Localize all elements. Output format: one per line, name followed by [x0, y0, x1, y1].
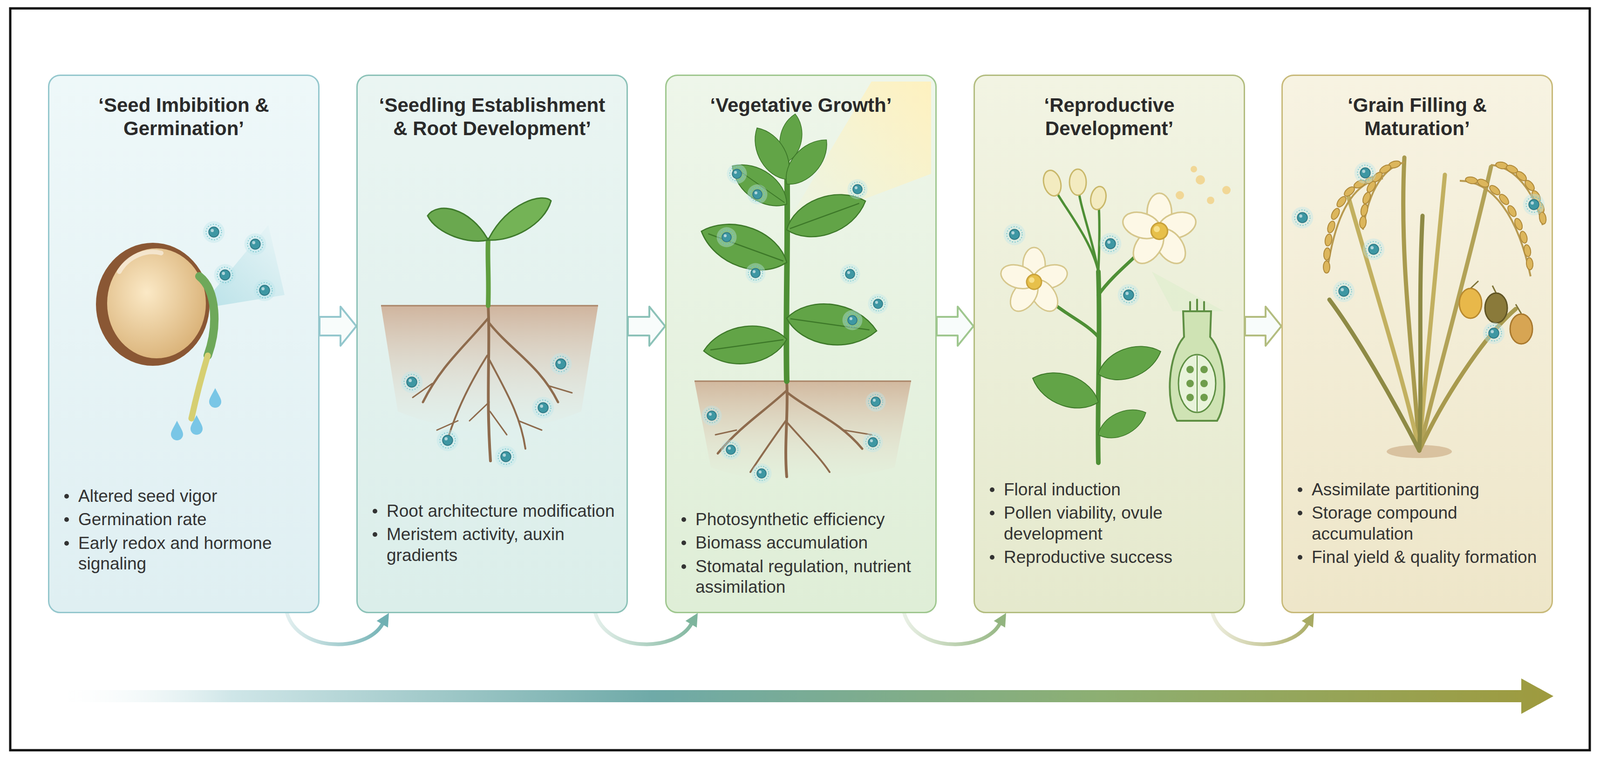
timeline-arrow	[51, 678, 1554, 714]
bullet-list: Altered seed vigorGermination rateEarly …	[57, 485, 312, 578]
bullet-text: Reproductive success	[1003, 547, 1173, 567]
bullet-text: Biomass accumulation	[695, 532, 868, 552]
bullet-list: Photosynthetic efficiencyBiomass accumul…	[674, 509, 929, 601]
bullet-item: Reproductive success	[983, 546, 1238, 568]
bullet-dot	[681, 564, 687, 569]
panel-title: ‘Vegetative Growth’	[666, 75, 936, 117]
bullet-item: Germination rate	[57, 509, 312, 530]
bullet-dot	[372, 508, 378, 514]
stage-panel: ‘Grain Filling & Maturation’ Assimilate p…	[1281, 74, 1553, 613]
chevron-shape	[936, 306, 974, 346]
stage-panel: ‘Seedling Establishment & Root Developme…	[356, 74, 628, 613]
bullet-item: Biomass accumulation	[674, 532, 929, 553]
bullet-item: Root architecture modification	[366, 500, 620, 522]
bullet-text: Photosynthetic efficiency	[695, 509, 886, 529]
bullet-text: Floral induction	[1003, 479, 1121, 499]
bullet-dot	[989, 510, 995, 516]
bullet-text: Stomatal regulation, nutrient assimilati…	[695, 556, 912, 597]
panel-title: ‘Seed Imbibition & Germination’	[49, 75, 319, 141]
flow-curve-arrow	[1212, 612, 1315, 645]
flow-curve-arrow	[904, 612, 1007, 645]
curve-line	[904, 612, 1000, 645]
bullet-item: Meristem activity, auxin gradients	[366, 524, 620, 566]
bullet-item: Floral induction	[983, 479, 1238, 500]
bullet-list: Assimilate partitioningStorage compound …	[1291, 479, 1546, 571]
stage-panel: ‘Vegetative Growth’ Photosynthetic effici…	[665, 74, 937, 613]
bullet-item: Photosynthetic efficiency	[674, 509, 929, 530]
bullet-text: Root architecture modification	[386, 501, 615, 521]
flow-chevron	[936, 306, 974, 346]
panel-title: ‘Grain Filling & Maturation’	[1282, 75, 1552, 141]
bullet-text: Pollen viability, ovule development	[1003, 503, 1163, 543]
arrow-head	[376, 612, 389, 628]
bullet-dot	[989, 487, 995, 492]
bullet-dot	[64, 517, 69, 522]
plant-illustration	[666, 75, 939, 611]
bullet-text: Germination rate	[78, 509, 207, 529]
bullet-text: Early redox and hormone signaling	[78, 533, 272, 573]
bullet-text: Altered seed vigor	[78, 486, 218, 506]
curve-line	[595, 612, 692, 645]
stage-panel: ‘Seed Imbibition & Germination’ Altered s…	[47, 74, 320, 613]
flow-chevron	[627, 306, 666, 346]
arrow-head	[685, 612, 698, 628]
bullet-item: Early redox and hormone signaling	[57, 532, 312, 575]
bullet-item: Stomatal regulation, nutrient assimilati…	[674, 556, 929, 598]
curve-line	[1212, 612, 1308, 645]
curve-line	[286, 612, 383, 645]
panel-title: ‘Seedling Establishment & Root Developme…	[357, 75, 627, 141]
arrow-head	[1301, 612, 1315, 628]
bullet-item: Storage compound accumulation	[1291, 502, 1546, 545]
bullet-item: Final yield & quality formation	[1291, 546, 1546, 568]
chevron-shape	[319, 306, 357, 346]
panel-title: ‘Reproductive Development’	[974, 75, 1244, 141]
bullet-dot	[64, 493, 69, 499]
bullet-item: Altered seed vigor	[57, 485, 312, 507]
bullet-dot	[681, 517, 687, 522]
bullet-dot	[1297, 487, 1303, 492]
bullet-dot	[989, 554, 995, 560]
flow-chevron	[319, 306, 357, 346]
bullet-item: Assimilate partitioning	[1291, 479, 1546, 500]
bullet-text: Storage compound accumulation	[1311, 503, 1458, 543]
bullet-list: Floral inductionPollen viability, ovule …	[983, 479, 1238, 571]
bullet-dot	[64, 540, 69, 546]
arrow-head	[994, 612, 1007, 628]
bullet-text: Assimilate partitioning	[1311, 479, 1480, 499]
bullet-dot	[1297, 554, 1303, 560]
stage-panel: ‘Reproductive Development’ Floral inducti…	[973, 74, 1246, 613]
flow-curve-arrow	[595, 612, 698, 645]
seed-illustration	[49, 75, 321, 611]
flow-chevron	[1245, 306, 1282, 346]
bullet-list: Root architecture modificationMeristem a…	[366, 500, 620, 569]
flow-curve-arrow	[286, 612, 389, 645]
bullet-text: Final yield & quality formation	[1311, 547, 1537, 567]
bullet-dot	[681, 540, 687, 545]
chevron-shape	[627, 306, 666, 346]
bullet-dot	[372, 531, 378, 537]
bullet-item: Pollen viability, ovule development	[983, 502, 1238, 545]
outer-frame	[10, 8, 1590, 750]
bullet-text: Meristem activity, auxin gradients	[386, 524, 565, 565]
bullet-dot	[1297, 510, 1303, 516]
chevron-shape	[1245, 306, 1282, 346]
